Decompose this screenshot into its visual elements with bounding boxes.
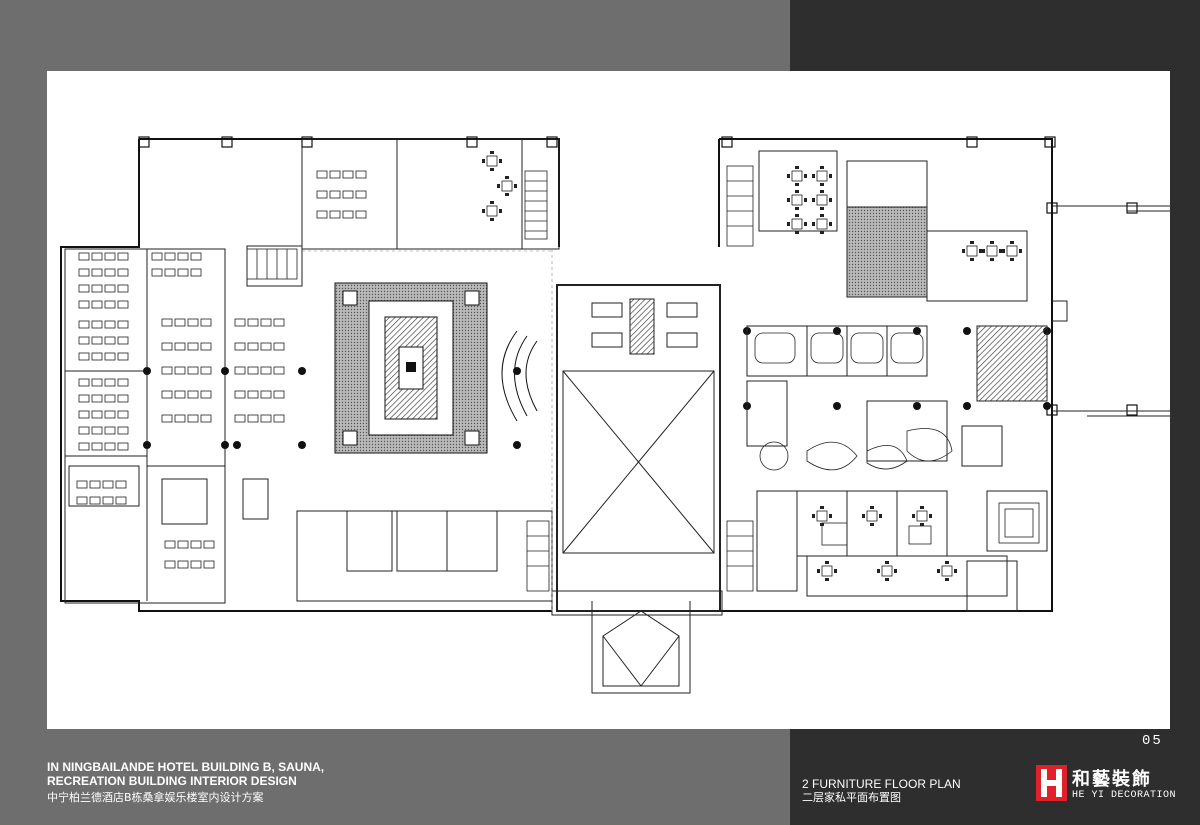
project-title: IN NINGBAILANDE HOTEL BUILDING B, SAUNA,… (47, 760, 324, 788)
dashed-lines (302, 249, 553, 611)
brand-name-chinese: 和藝裝飾 (1072, 769, 1152, 790)
corner-markers (138, 136, 1138, 416)
project-title-line1: IN NINGBAILANDE HOTEL BUILDING B, SAUNA, (47, 760, 325, 774)
lounge-sofas (821, 502, 1040, 546)
floor-plan-drawing (60, 136, 1170, 694)
curved-bar (501, 330, 538, 422)
project-title-chinese: 中宁柏兰德酒店B栋桑拿娱乐楼室内设计方案 (47, 791, 264, 804)
atrium (556, 284, 721, 612)
right-wing (746, 150, 1048, 612)
entrance (551, 590, 723, 694)
columns (143, 327, 1051, 449)
drawing-title-chinese: 二层家私平面布置图 (802, 791, 901, 804)
brand-logo-icon (1036, 765, 1067, 801)
project-title-line2: RECREATION BUILDING INTERIOR DESIGN (47, 774, 297, 788)
page-number: 05 (1142, 733, 1163, 749)
stairs (246, 165, 754, 592)
right-outline (1052, 205, 1170, 417)
spa-pools (754, 332, 953, 471)
drawing-title: 2 FURNITURE FLOOR PLAN (802, 777, 961, 791)
brand-name-english: HE YI DECORATION (1072, 790, 1177, 801)
central-lobby (334, 282, 488, 454)
drawing-sheet (47, 71, 1170, 729)
